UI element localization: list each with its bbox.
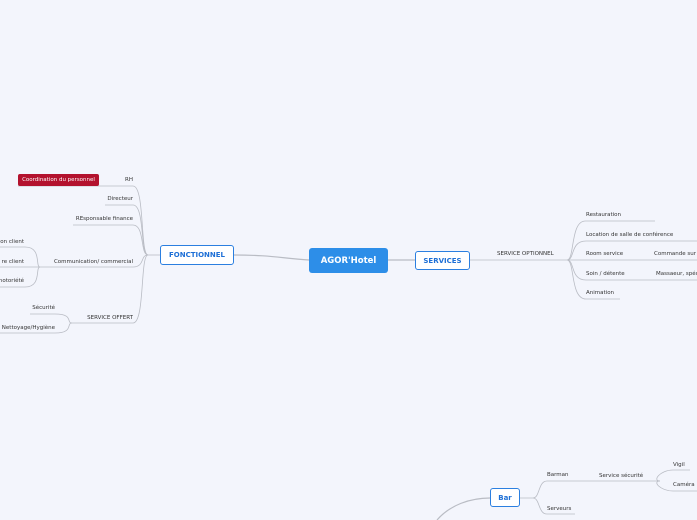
securite-node[interactable]: Sécurité (32, 305, 55, 311)
service-offert-node[interactable]: SERVICE OFFERT (87, 315, 133, 321)
communication-node[interactable]: Communication/ commercial (53, 259, 133, 265)
vigil-node[interactable]: Vigil (673, 462, 685, 468)
commande-node[interactable]: Commande sur (654, 251, 697, 257)
service-optionnel-node[interactable]: SERVICE OPTIONNEL (497, 251, 554, 257)
location-node[interactable]: Location de salle de conférence (586, 232, 674, 238)
service-securite-node[interactable]: Service sécurité (599, 473, 644, 479)
camera-node[interactable]: Caméra (673, 482, 695, 488)
masseur-node[interactable]: Massaeur, spéci (656, 271, 697, 277)
serveurs-node[interactable]: Serveurs (547, 506, 572, 512)
directeur-node[interactable]: Directeur (107, 196, 133, 202)
comm-child-node[interactable]: notoriété (0, 278, 24, 284)
finance-node[interactable]: REsponsable finance (75, 216, 133, 222)
central-node[interactable]: AGOR'Hotel (309, 248, 388, 273)
restauration-node[interactable]: Restauration (586, 212, 622, 218)
room-service-node[interactable]: Room service (586, 251, 624, 257)
comm-child-node[interactable]: on client (0, 239, 24, 245)
comm-child-node[interactable]: re client (1, 259, 24, 265)
rh-node[interactable]: RH (125, 177, 133, 183)
nettoyage-node[interactable]: Nettoyage/Hygiène (1, 325, 55, 331)
fonctionnel-node[interactable]: FONCTIONNEL (160, 245, 234, 265)
services-node[interactable]: SERVICES (415, 251, 470, 270)
bar-node[interactable]: Bar (490, 488, 520, 507)
soin-node[interactable]: Soin / détente (586, 271, 625, 277)
coordination-node[interactable]: Coordination du personnel (18, 174, 99, 186)
animation-node[interactable]: Animation (586, 290, 615, 296)
barman-node[interactable]: Barman (547, 472, 569, 478)
